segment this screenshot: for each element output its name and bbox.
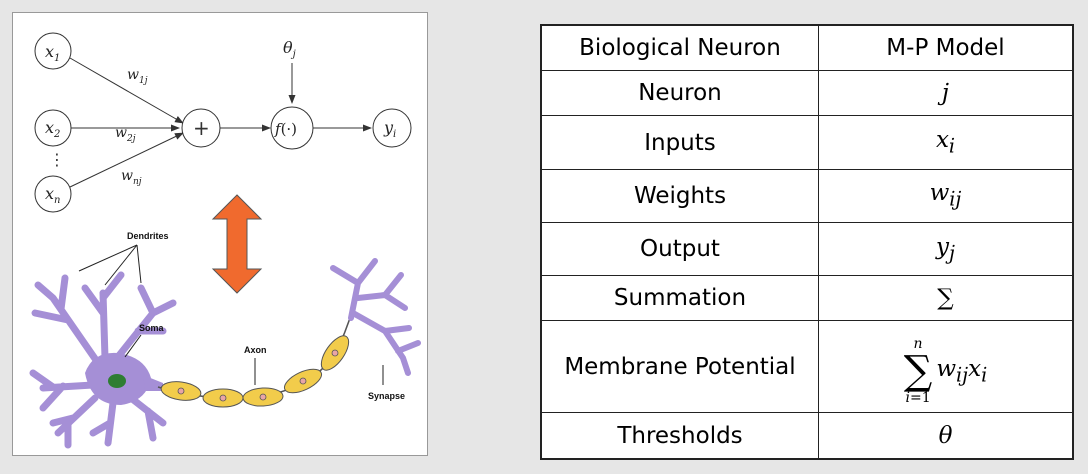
model-cell-summation: ∑ — [818, 275, 1073, 322]
neuron-mp-comparison-table: Biological Neuron M-P Model Neuron j Inp… — [541, 25, 1073, 459]
bio-cell-summation: Summation — [541, 275, 819, 322]
weight-wnj-label: wnj — [121, 168, 142, 187]
edge-xn-sum — [69, 132, 184, 188]
model-cell-output: yj — [818, 221, 1073, 277]
table-row: Inputs xi — [541, 115, 1073, 170]
synapse-label: Synapse — [368, 391, 405, 401]
table-row: Thresholds θ — [541, 412, 1073, 459]
output-node — [372, 108, 412, 148]
bio-cell-neuron: Neuron — [541, 69, 819, 117]
table-row: Membrane Potential n ∑ i=1 wijxi — [541, 320, 1073, 414]
double-arrow-icon — [211, 194, 263, 294]
diagram-panel: x1 x2 ⋮ xn w1j w2j wnj + f(·) θj yi — [12, 12, 428, 456]
bio-cell-membrane-potential: Membrane Potential — [541, 320, 819, 414]
ellipsis-label: ⋮ — [49, 150, 65, 169]
weight-w1j-label: w1j — [127, 67, 148, 86]
header-mp-model: M-P Model — [818, 25, 1073, 71]
output-label: yi — [383, 118, 396, 140]
axon-label: Axon — [244, 345, 267, 355]
threshold-label: θj — [283, 38, 296, 60]
model-cell-membrane-potential: n ∑ i=1 wijxi — [818, 320, 1073, 414]
summation-symbol: + — [193, 116, 210, 140]
table-row: Weights wij — [541, 168, 1073, 223]
table-row: Neuron j — [541, 69, 1073, 117]
biological-neuron-illustration — [29, 258, 421, 449]
mp-neuron-diagram: x1 x2 ⋮ xn w1j w2j wnj + f(·) θj yi — [29, 32, 421, 449]
bio-cell-inputs: Inputs — [541, 115, 819, 170]
edge-x1-sum — [69, 57, 184, 124]
table-row: Summation ∑ — [541, 275, 1073, 322]
table-row: Output yj — [541, 221, 1073, 277]
nucleus — [108, 374, 126, 388]
bio-cell-output: Output — [541, 221, 819, 277]
bio-cell-weights: Weights — [541, 168, 819, 223]
model-cell-thresholds: θ — [818, 412, 1073, 459]
activation-label: f(·) — [274, 120, 297, 138]
comparison-table-panel: Biological Neuron M-P Model Neuron j Inp… — [540, 24, 1074, 460]
dendrites-label: Dendrites — [127, 231, 169, 241]
header-biological-neuron: Biological Neuron — [541, 25, 819, 71]
input-node-x1 — [34, 32, 72, 70]
table-header-row: Biological Neuron M-P Model — [541, 25, 1073, 71]
model-cell-inputs: xi — [818, 115, 1073, 170]
model-cell-neuron: j — [818, 69, 1073, 117]
model-cell-weights: wij — [818, 168, 1073, 223]
soma-label: Soma — [139, 323, 165, 333]
input-node-xn — [34, 175, 72, 213]
bio-cell-thresholds: Thresholds — [541, 412, 819, 459]
